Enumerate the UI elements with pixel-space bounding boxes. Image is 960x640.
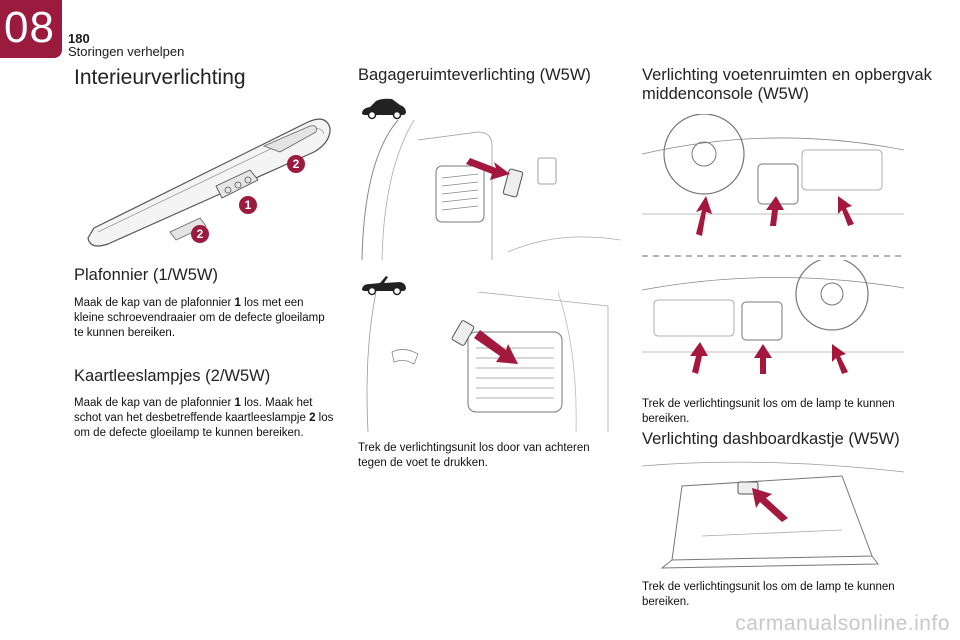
figure-divider [642, 255, 904, 257]
watermark: carmanualsonline.info [735, 612, 950, 635]
glovebox-caption: Trek de verlichtingsunit los om de lamp … [642, 581, 895, 608]
plafonnier-text: Maak de kap van de plafonnier 1 los met … [74, 297, 325, 339]
glovebox-light-heading: Verlichting dashboardkastje (W5W) [642, 430, 900, 448]
kaartleeslampjes-text: Maak de kap van de plafonnier 1 los. Maa… [74, 397, 334, 439]
trunk-light-title: Bagageruimteverlichting (W5W) [358, 66, 591, 84]
badge-1: 1 [245, 198, 252, 212]
trunk-light-illustration-sedan [361, 120, 620, 260]
convertible-car-icon [362, 276, 406, 296]
footwell-light-title: Verlichting voetenruimten en opbergvak m… [642, 66, 932, 103]
badge-2-bottom: 2 [197, 227, 204, 241]
badge-2-top: 2 [293, 157, 300, 171]
trunk-light-illustration-convertible [366, 292, 609, 432]
footwell-illustration-lhd [642, 114, 904, 236]
footwell-illustration-rhd [642, 260, 904, 374]
footwell-caption: Trek de verlichtingsunit los om de lamp … [642, 398, 895, 425]
kaartleeslampjes-heading: Kaartleeslampjes (2/W5W) [74, 367, 271, 385]
trunk-light-caption: Trek de verlichtingsunit los door van ac… [358, 442, 590, 469]
chapter-number: 08 [4, 3, 55, 52]
interior-lighting-title: Interieurverlichting [74, 66, 246, 89]
section-title: Storingen verhelpen [68, 44, 185, 59]
glovebox-illustration [642, 461, 904, 569]
plafonnier-heading: Plafonnier (1/W5W) [74, 266, 218, 284]
sedan-car-icon [362, 98, 406, 120]
chapter-tab: 08 [0, 0, 62, 58]
ceiling-light-illustration: 2 1 2 [87, 118, 331, 247]
page-number: 180 [68, 31, 90, 46]
